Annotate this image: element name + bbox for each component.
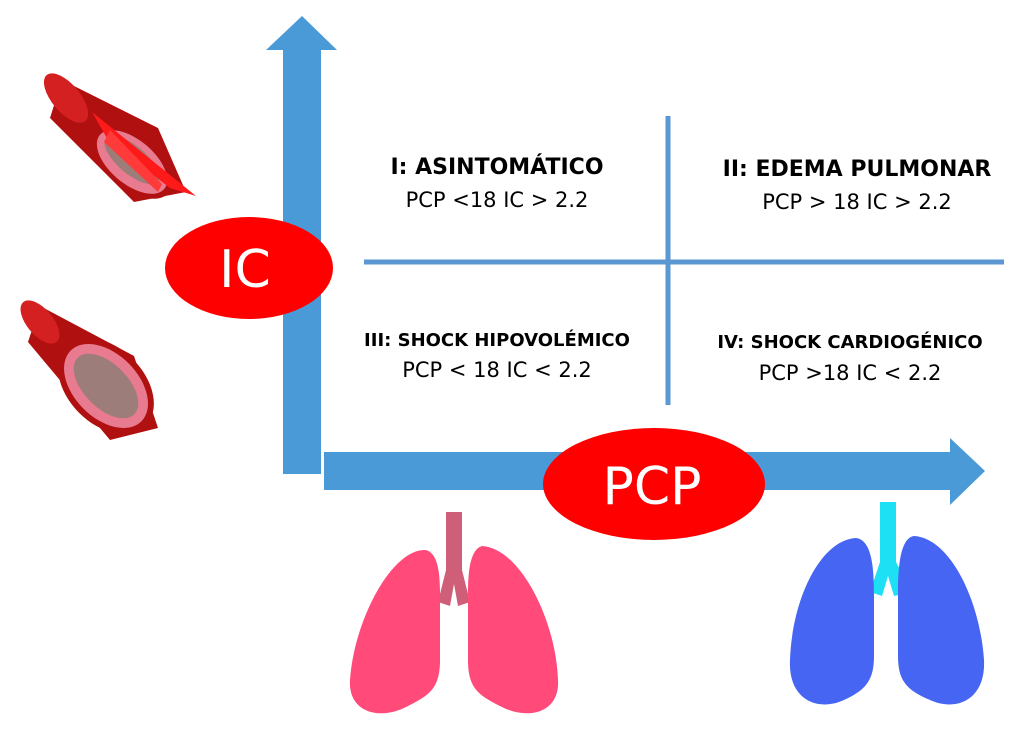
quadrant-1-title: I: ASINTOMÁTICO	[390, 154, 603, 180]
quadrant-3-formula: PCP < 18 IC < 2.2	[402, 358, 592, 382]
quadrant-2: II: EDEMA PULMONAR PCP > 18 IC > 2.2	[723, 157, 992, 214]
quadrant-1-formula: PCP <18 IC > 2.2	[406, 188, 589, 212]
lungs-blue-icon	[789, 502, 985, 705]
y-axis-label-badge: IC	[165, 217, 333, 319]
blood-vessel-normal-icon	[20, 300, 158, 440]
quadrant-4-formula: PCP >18 IC < 2.2	[759, 361, 942, 385]
quadrant-3-title: III: SHOCK HIPOVOLÉMICO	[364, 329, 630, 351]
blood-vessel-constricted-icon	[43, 73, 196, 202]
lungs-pink-icon	[349, 512, 559, 714]
quadrant-2-formula: PCP > 18 IC > 2.2	[762, 190, 952, 214]
quadrant-2-title: II: EDEMA PULMONAR	[723, 157, 992, 182]
quadrant-1: I: ASINTOMÁTICO PCP <18 IC > 2.2	[390, 154, 603, 212]
x-axis-label-badge: PCP	[543, 428, 765, 540]
quadrant-4: IV: SHOCK CARDIOGÉNICO PCP >18 IC < 2.2	[717, 331, 982, 385]
x-axis-label: PCP	[602, 457, 701, 517]
quadrant-4-title: IV: SHOCK CARDIOGÉNICO	[717, 331, 982, 353]
y-axis-label: IC	[219, 240, 271, 300]
quadrant-3: III: SHOCK HIPOVOLÉMICO PCP < 18 IC < 2.…	[364, 329, 630, 382]
